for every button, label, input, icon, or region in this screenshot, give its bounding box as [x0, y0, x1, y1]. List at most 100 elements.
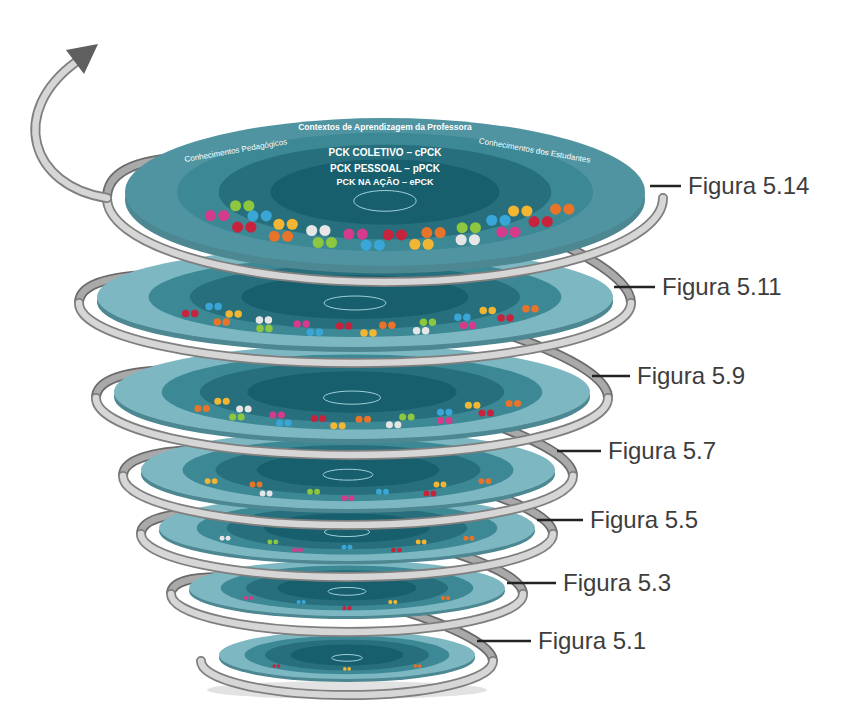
disc-center [332, 655, 363, 662]
person-dot [369, 329, 377, 337]
person-dot [469, 234, 480, 245]
person-dot [379, 322, 387, 330]
person-dot [357, 229, 368, 240]
person-dot [347, 545, 352, 550]
person-dot [364, 416, 371, 423]
ribbon-edge [201, 661, 493, 695]
ribbon-arrowhead [66, 44, 98, 74]
person-dot [470, 222, 481, 233]
ribbon-edge [107, 198, 663, 282]
person-dot [550, 204, 561, 215]
person-dot [508, 205, 519, 216]
person-dot [521, 205, 532, 216]
ribbon [35, 62, 107, 198]
person-dot [454, 313, 462, 321]
leader-line [507, 582, 556, 585]
person-dot [265, 325, 273, 333]
person-dot [528, 216, 539, 227]
person-dot [469, 536, 474, 541]
person-dot [278, 411, 285, 418]
person-dot [430, 491, 436, 497]
person-dot [205, 478, 211, 484]
person-dot [465, 402, 472, 409]
person-dot [446, 417, 453, 424]
person-dot [220, 536, 225, 541]
disc-outer-band [219, 631, 475, 679]
disc-text: PCK PESSOAL – pPCK [330, 163, 440, 174]
person-dot [238, 414, 245, 421]
person-dot [214, 303, 222, 311]
person-dot [388, 322, 396, 330]
person-dot [257, 482, 263, 488]
person-dot [356, 416, 363, 423]
person-dot [214, 318, 222, 326]
person-dot [469, 322, 477, 330]
person-dot [479, 307, 487, 315]
person-dot [245, 222, 256, 233]
person-dot [499, 215, 510, 226]
person-dot [261, 210, 272, 221]
person-dot [276, 420, 283, 427]
disc-core [271, 159, 500, 224]
person-dot [336, 322, 344, 330]
disc-text: Contextos de Aprendizagem da Professora [298, 123, 472, 132]
disc-core [291, 644, 404, 665]
person-dot [226, 536, 231, 541]
person-dot [429, 319, 437, 327]
person-dot [435, 227, 446, 238]
person-dot [212, 478, 218, 484]
person-dot [342, 545, 347, 550]
person-dot [478, 478, 484, 484]
person-dot [282, 231, 293, 242]
person-dot [203, 405, 210, 412]
ribbon [96, 398, 608, 455]
person-dot [267, 540, 272, 545]
person-dot [306, 225, 317, 236]
person-dot [223, 318, 231, 326]
person-dot [347, 606, 351, 610]
person-dot [319, 415, 326, 422]
person-dot [496, 227, 507, 238]
person-dot [273, 540, 278, 545]
person-dot [205, 303, 213, 311]
person-dot [396, 229, 407, 240]
person-dot [267, 491, 273, 497]
person-dot [236, 405, 243, 412]
disc-band [245, 636, 450, 674]
ribbon [79, 303, 631, 363]
person-dot [514, 400, 521, 407]
person-dot [437, 409, 444, 416]
ribbon [171, 594, 523, 632]
person-dot [277, 664, 281, 668]
person-dot [256, 316, 264, 324]
figure-label: Figura 5.3 [563, 570, 671, 596]
person-dot [497, 314, 505, 322]
person-dot [249, 596, 253, 600]
ribbon-edge [123, 476, 573, 525]
leader-line [650, 185, 681, 188]
person-dot [269, 411, 276, 418]
person-dot [319, 225, 330, 236]
leader-line [614, 286, 655, 289]
person-dot [413, 327, 421, 335]
person-dot [506, 314, 514, 322]
ribbon [141, 534, 553, 577]
person-dot [383, 489, 389, 495]
person-dot [294, 320, 302, 328]
person-dot [563, 204, 574, 215]
person-dot [232, 222, 243, 233]
person-dot [388, 600, 392, 604]
person-dot [243, 200, 254, 211]
disc-band [200, 362, 505, 422]
person-dot [307, 328, 315, 336]
person-dot [298, 548, 303, 553]
person-dot [506, 400, 513, 407]
disc-center [328, 587, 366, 595]
person-dot [247, 210, 258, 221]
ribbon [123, 476, 573, 525]
person-dot [422, 540, 427, 545]
person-dot [285, 420, 292, 427]
person-dot [457, 222, 468, 233]
ribbon-edge [79, 303, 631, 363]
